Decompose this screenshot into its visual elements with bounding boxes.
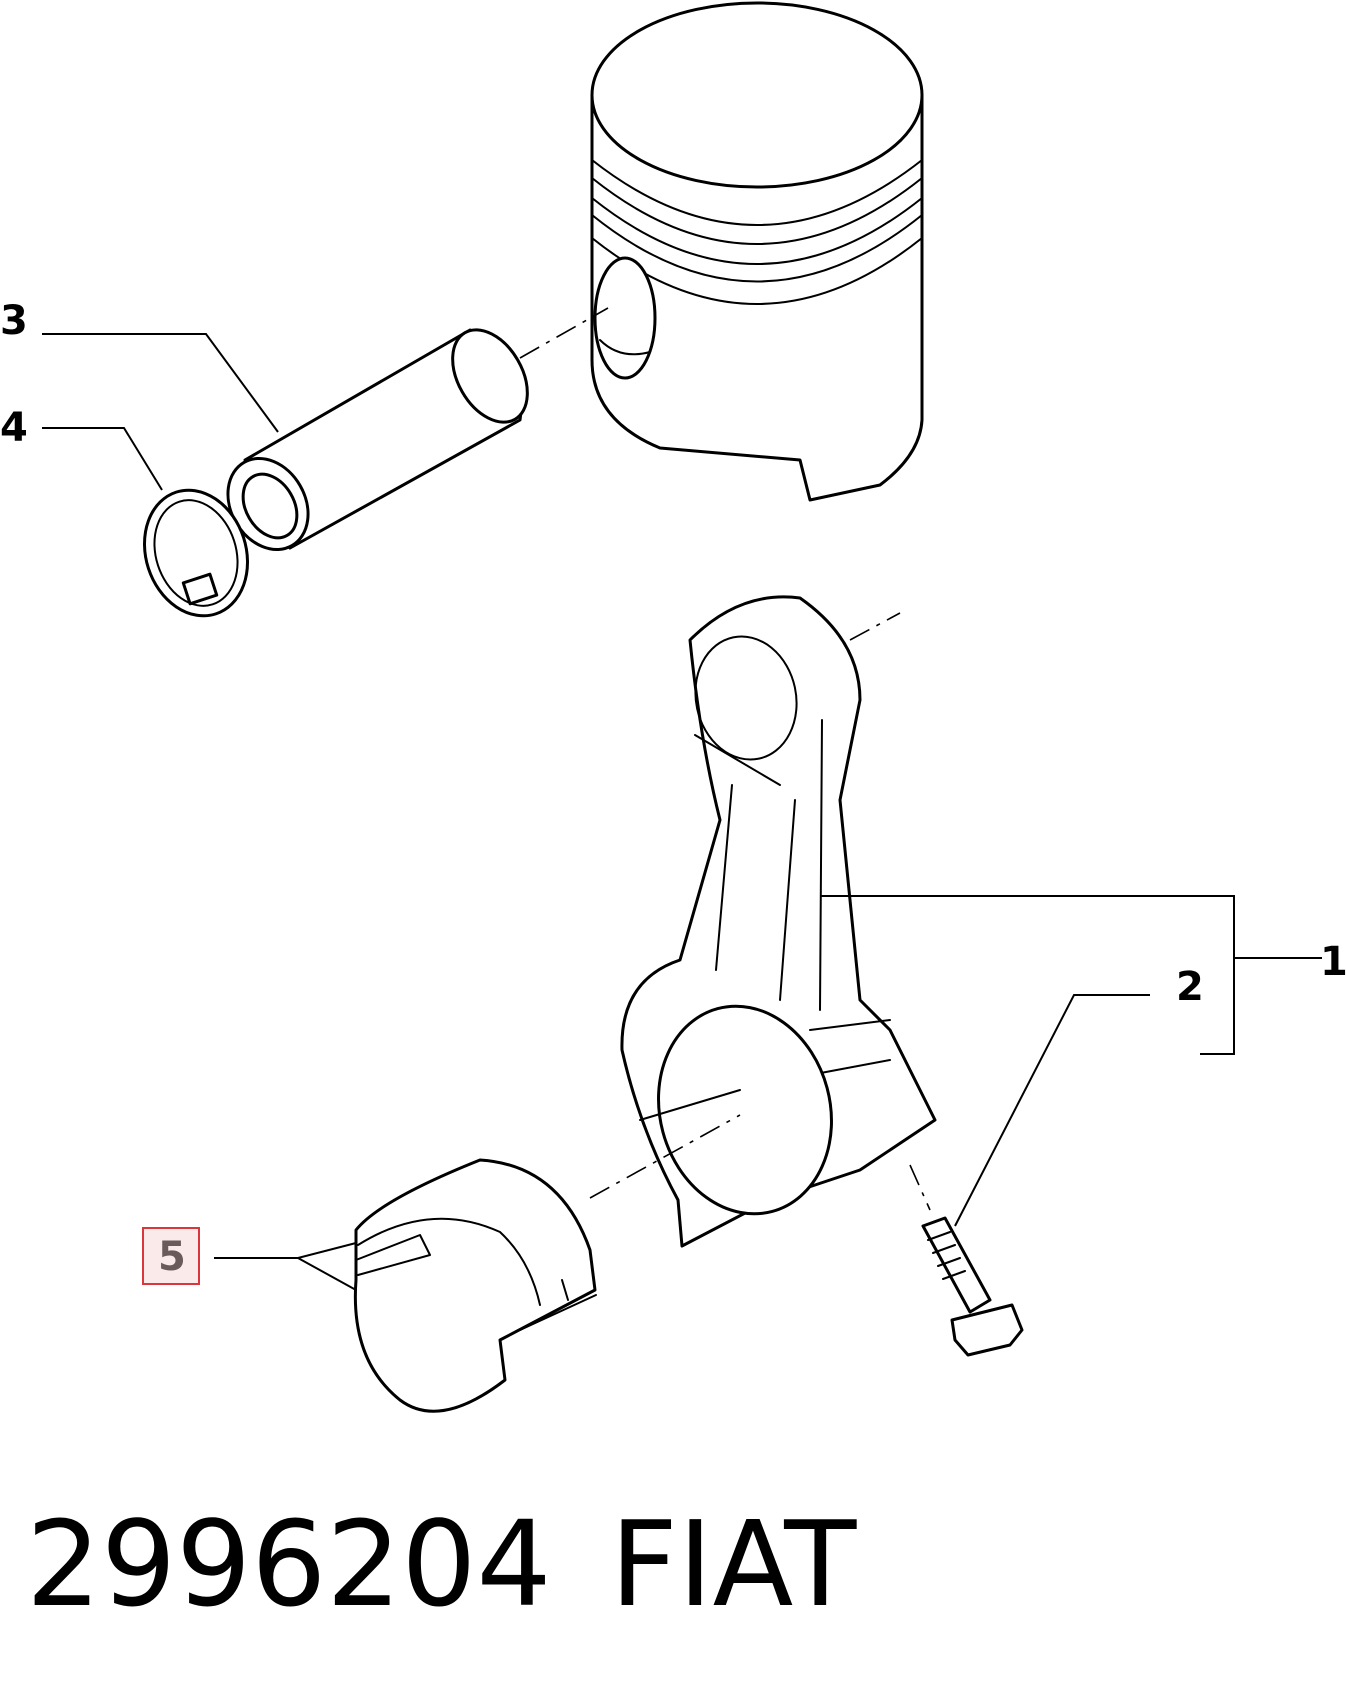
connecting-rod-drawing (620, 595, 937, 1248)
piston-drawing (590, 1, 924, 502)
callout-number-5[interactable]: 5 (158, 1234, 186, 1280)
leader-lines (42, 333, 1322, 1291)
callout-number-1[interactable]: 1 (1320, 939, 1346, 985)
bearing-shell-drawing (353, 1158, 597, 1413)
callout-highlight-box (142, 1227, 200, 1285)
bolt-drawing (909, 1164, 1024, 1357)
callout-5-highlight[interactable]: 5 (142, 1227, 200, 1285)
part-number-text: 2996204 (26, 1495, 552, 1633)
callout-number-2[interactable]: 2 (1176, 964, 1204, 1010)
callout-number-4[interactable]: 4 (0, 405, 28, 451)
brand-text: FIAT (610, 1495, 857, 1633)
circlip-drawing (142, 488, 250, 618)
callout-number-3[interactable]: 3 (0, 298, 28, 344)
piston-pin-drawing (226, 328, 529, 551)
